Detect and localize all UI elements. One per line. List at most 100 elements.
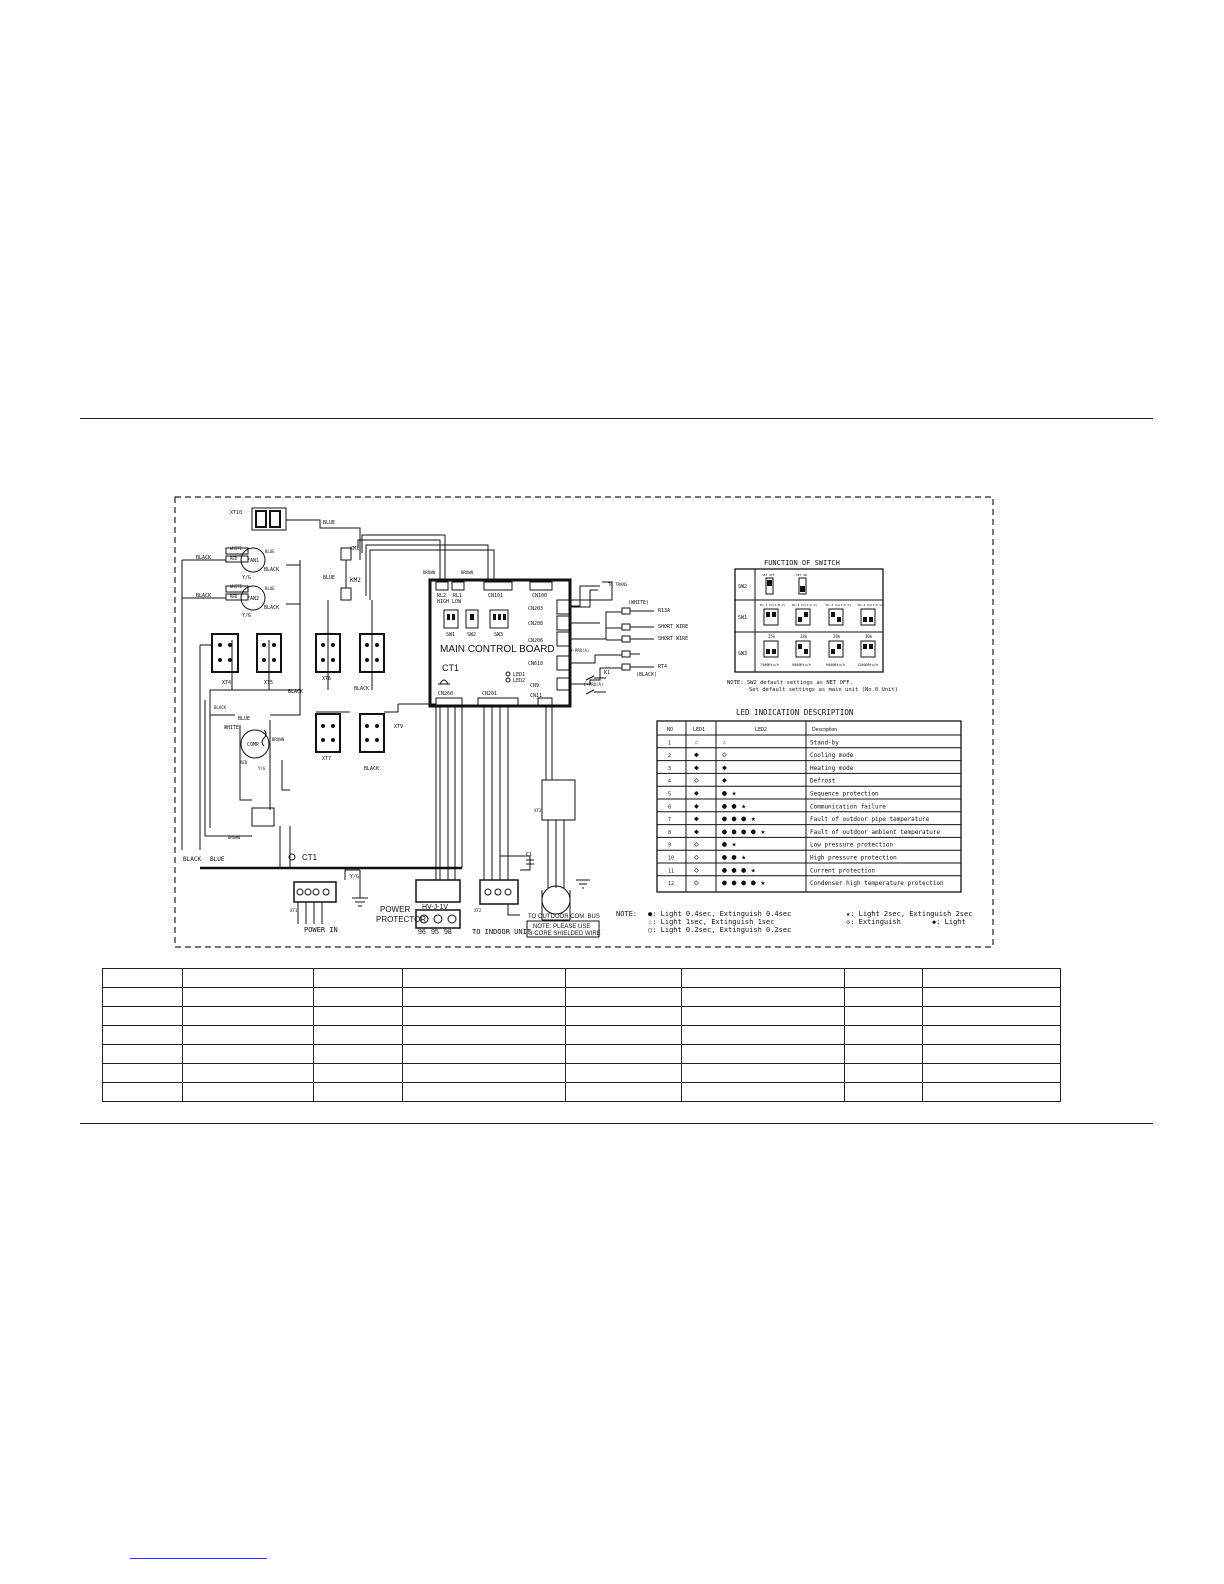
to-indoor-label: TO INDOOR UNIT — [472, 928, 532, 936]
table-cell — [844, 1025, 923, 1045]
table-cell — [102, 1025, 183, 1045]
table-cell — [565, 1044, 682, 1064]
table-cell — [922, 987, 1061, 1007]
led-row-no: 11 — [668, 868, 674, 874]
xt3-label: XT3 — [534, 808, 542, 813]
ct1-lower-label: CT1 — [302, 853, 318, 862]
led-col-led1: LED1 — [693, 727, 705, 733]
led-row-desc: Stand-by — [810, 739, 839, 746]
led-row-led1: ◇ — [694, 776, 699, 785]
led2-label: LED2 — [513, 678, 525, 684]
sw3-cap-4: 30k — [865, 634, 873, 639]
led-row-no: 8 — [668, 830, 671, 836]
led-row-led2: ◇ — [722, 750, 727, 759]
shield-note-1: NOTE: PLEASE USE — [533, 924, 590, 930]
sensor-l-pro: L-PRO(A) — [584, 682, 603, 687]
xt5-label: XT5 — [264, 680, 273, 686]
legend-prefix: NOTE: — [616, 910, 637, 918]
xt7-label: XT7 — [322, 756, 331, 762]
table-cell — [681, 968, 845, 988]
conn-cn260: CN260 — [438, 691, 453, 697]
led-row-led2: ● ● ● ● ★ — [722, 878, 766, 887]
table-cell — [402, 987, 566, 1007]
legend-l3: ○: Light 0.2sec, Extinguish 0.2sec — [648, 926, 791, 934]
xt9-label: XT9 — [394, 724, 403, 730]
led-row-desc: Heating mode — [810, 765, 854, 772]
terminal-screws — [296, 888, 512, 924]
shield-note-2: 3-CORE SHIELDED WIRE — [529, 931, 601, 937]
table-cell — [844, 1063, 923, 1083]
top-rule — [80, 418, 1153, 419]
led-row-led1: ◆ — [694, 814, 699, 823]
table-cell — [922, 1082, 1061, 1102]
fos-row-sw2: SW2 — [738, 584, 747, 590]
sw3-cap-1: 25k — [768, 634, 776, 639]
sensor-white: (WHITE) — [628, 600, 649, 606]
table-cell — [565, 1025, 682, 1045]
sw2-label: SW2 — [467, 632, 476, 638]
table-cell — [313, 1006, 403, 1026]
power-in-label: POWER IN — [304, 926, 338, 934]
diagram-frame — [174, 496, 994, 948]
led-row-led2: ● ● ● ★ — [722, 814, 756, 823]
led-col-led2: LED2 — [755, 727, 767, 733]
power-protector-1: POWER — [380, 905, 410, 914]
legend-l1b: ★: Light 2sec, Extinguish 2sec — [846, 910, 972, 918]
led-row-led1: ◆ — [694, 789, 699, 798]
led-row-led2: ◆ — [722, 763, 727, 772]
led-row-led1: ◆ — [694, 763, 699, 772]
conn-cn203: CN203 — [528, 606, 543, 612]
led1-label: LED1 — [513, 672, 525, 678]
table-cell — [102, 987, 183, 1007]
led-row-led1: ☆ — [694, 737, 699, 746]
sw3-val-2: 9000Btu/h — [792, 663, 811, 667]
wire-brown-1: BROWN — [423, 570, 436, 575]
table-cell — [565, 987, 682, 1007]
legend: NOTE: ●: Light 0.4sec, Extinguish 0.4sec… — [616, 910, 972, 934]
wire-white-3: WHITE — [224, 725, 239, 731]
ct-symbol — [438, 679, 450, 685]
conn-cn206: CN206 — [528, 638, 543, 644]
fan1-label: FAN1 — [247, 558, 259, 564]
led-row-no: 3 — [668, 766, 671, 772]
led-row-desc: Low pressure protection — [810, 842, 893, 849]
led-row-no: 1 — [668, 740, 671, 746]
wire-black-4: BLACK — [264, 605, 279, 611]
led-row-desc: Communication failure — [810, 803, 886, 810]
led-row-desc: High pressure protection — [810, 855, 897, 862]
table-cell — [102, 1006, 183, 1026]
conn-cn208: CN208 — [528, 621, 543, 627]
table-cell — [681, 1082, 845, 1102]
table-row — [102, 987, 1061, 1007]
footer-link-underline — [130, 1558, 267, 1559]
led-indication-table: LED INDICATION DESCRIPTION NO LED1 LED2 … — [656, 708, 962, 893]
sw3-cap-3: 28k — [833, 634, 841, 639]
led-row-no: 6 — [668, 804, 671, 810]
bottom-rule — [80, 1123, 1153, 1124]
led-row-no: 4 — [668, 779, 671, 785]
to-outdoor-label: TO OUTDOOR COM. BUS — [528, 914, 600, 920]
sw1-opt-4: No.4 Unit(S.U) — [858, 603, 883, 607]
fan2-label: FAN2 — [247, 596, 259, 602]
wire-black-3: BLACK — [196, 593, 211, 599]
wire-white-2: WHITE — [230, 584, 243, 589]
wire-blue-3: BLUE — [265, 586, 275, 591]
conn-cn9: CN9 — [530, 683, 539, 689]
left-components — [181, 507, 622, 929]
led-row-led2: ● ● ● ● ★ — [722, 827, 766, 836]
km2-label: KM2 — [350, 577, 361, 584]
wire-brown-4: BROWN — [228, 835, 241, 840]
table-cell — [102, 968, 183, 988]
led-row-desc: Defrost — [810, 778, 836, 785]
wire-blue-2: BLUE — [265, 549, 275, 554]
table-cell — [102, 1063, 183, 1083]
function-of-switch: FUNCTION OF SWITCH SW2 SW1 SW3 SET OFF S… — [727, 559, 898, 693]
table-cell — [182, 1044, 314, 1064]
table-cell — [102, 1044, 183, 1064]
led-row-led2: ☆ — [722, 737, 727, 746]
wire-black-5: BLACK — [214, 705, 227, 710]
led-col-desc: Description — [812, 727, 837, 733]
wire-brown-2: BROWN — [461, 570, 474, 575]
sensor-short-wire-1: SHORT WIRE — [658, 624, 688, 630]
main-board-label: MAIN CONTROL BOARD — [440, 644, 555, 655]
